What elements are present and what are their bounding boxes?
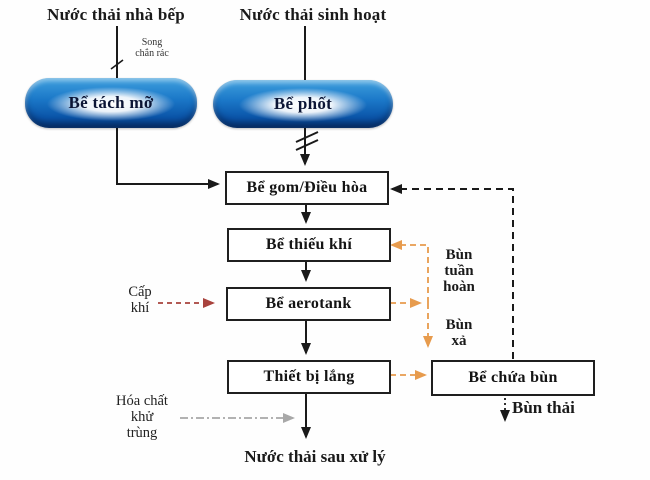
bar-screen-tick-mark xyxy=(110,59,124,70)
recirc-line1: Bùn xyxy=(445,247,473,263)
node-anoxic-tank: Bể thiếu khí xyxy=(227,228,391,262)
air-supply-label: Cấp khí xyxy=(114,284,166,316)
waste-sludge-label: Bùn thải xyxy=(512,398,575,417)
node-settling-tank: Thiết bị lắng xyxy=(227,360,391,394)
discharge-line2: xả xyxy=(451,333,467,349)
disinfectant-line2: khử xyxy=(130,409,154,425)
source-label-domestic: Nước thải sinh hoạt xyxy=(239,5,387,24)
treated-effluent-label: Nước thải sau xử lý xyxy=(244,447,386,466)
node-grease-tank: Bể tách mỡ xyxy=(25,78,197,128)
recirc-line3: hoàn xyxy=(443,279,475,295)
arrow-grease-to-collection xyxy=(116,128,220,189)
disinfectant-label: Hóa chất khử trùng xyxy=(98,393,186,441)
recirc-line2: tuần xyxy=(444,263,474,279)
bar-screen-line1: Song xyxy=(141,37,163,48)
disinfectant-line1: Hóa chất xyxy=(116,393,168,409)
dashed-return-sludge-to-collection xyxy=(390,184,514,359)
node-septic-tank: Bể phốt xyxy=(213,80,393,128)
bar-screen-line2: chắn rác xyxy=(135,48,169,59)
discharge-line1: Bùn xyxy=(445,317,473,333)
air-supply-line1: Cấp xyxy=(128,284,152,300)
break-slash-2 xyxy=(295,139,319,151)
break-slash-1 xyxy=(295,131,319,143)
disinfectant-line3: trùng xyxy=(126,425,158,441)
recirculated-sludge-label: Bùn tuần hoàn xyxy=(433,247,485,295)
node-sludge-tank: Bể chứa bùn xyxy=(431,360,595,396)
air-supply-line2: khí xyxy=(130,300,150,316)
bar-screen-label: Song chắn rác xyxy=(124,37,180,59)
node-collection-tank: Bể gom/Điều hòa xyxy=(225,171,389,205)
source-label-kitchen: Nước thải nhà bếp xyxy=(47,5,185,24)
sludge-discharge-label: Bùn xả xyxy=(433,317,485,349)
node-aeration-tank: Bể aerotank xyxy=(226,287,391,321)
orange-arrow-recirc-to-anoxic xyxy=(390,240,429,303)
